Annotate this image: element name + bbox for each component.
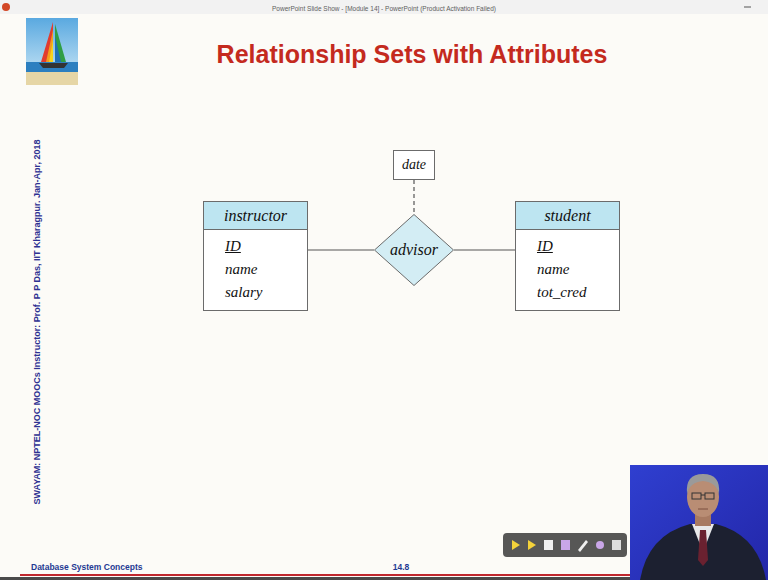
footer-rule	[20, 574, 630, 576]
title-holder: Relationship Sets with Attributes	[112, 40, 712, 69]
entity-name: student	[544, 207, 590, 225]
attribute-box: date	[393, 150, 435, 180]
entity-box: instructorIDnamesalary	[203, 201, 308, 311]
attribute-link	[413, 180, 414, 214]
label-holder: SWAYAM: NPTEL-NOC MOOCs Instructor: Prof…	[31, 87, 43, 557]
window-title: PowerPoint Slide Show - [Module 14] - Po…	[0, 3, 768, 15]
window-titlebar	[0, 0, 768, 14]
entity-header: instructor	[204, 202, 307, 230]
relationship-line	[308, 249, 374, 250]
attribute-name: date	[402, 157, 426, 173]
attribute-name: name	[225, 258, 258, 281]
attribute-name: tot_cred	[537, 281, 586, 304]
attribute-name: name	[537, 258, 570, 281]
footer-text: Database System Concepts	[31, 561, 231, 573]
slide-number: 14.8	[371, 561, 431, 573]
entity-name: instructor	[224, 207, 287, 225]
slide-title: Relationship Sets with Attributes	[112, 40, 712, 69]
label-holder: PowerPoint Slide Show - [Module 14] - Po…	[0, 3, 768, 15]
course-credit: SWAYAM: NPTEL-NOC MOOCs Instructor: Prof…	[31, 87, 43, 557]
slideshow-toolbar	[503, 533, 627, 557]
sailboat-logo	[26, 18, 78, 85]
attribute-name: ID	[537, 235, 553, 258]
relationship-name: advisor	[390, 241, 438, 259]
relationship-diamond: advisor	[374, 214, 454, 286]
entity-header: student	[516, 202, 619, 230]
attribute-list: IDnamesalary	[204, 230, 307, 310]
label-holder: Database System Concepts	[31, 561, 231, 573]
minimize-icon	[744, 7, 751, 8]
instructor-video	[630, 465, 768, 580]
entity-box: studentIDnametot_cred	[515, 201, 620, 311]
attribute-name: salary	[225, 281, 263, 304]
app-icon	[2, 3, 10, 11]
label-holder: 14.8	[371, 561, 431, 573]
relationship-line	[454, 249, 515, 250]
attribute-list: IDnametot_cred	[516, 230, 619, 310]
attribute-name: ID	[225, 235, 241, 258]
